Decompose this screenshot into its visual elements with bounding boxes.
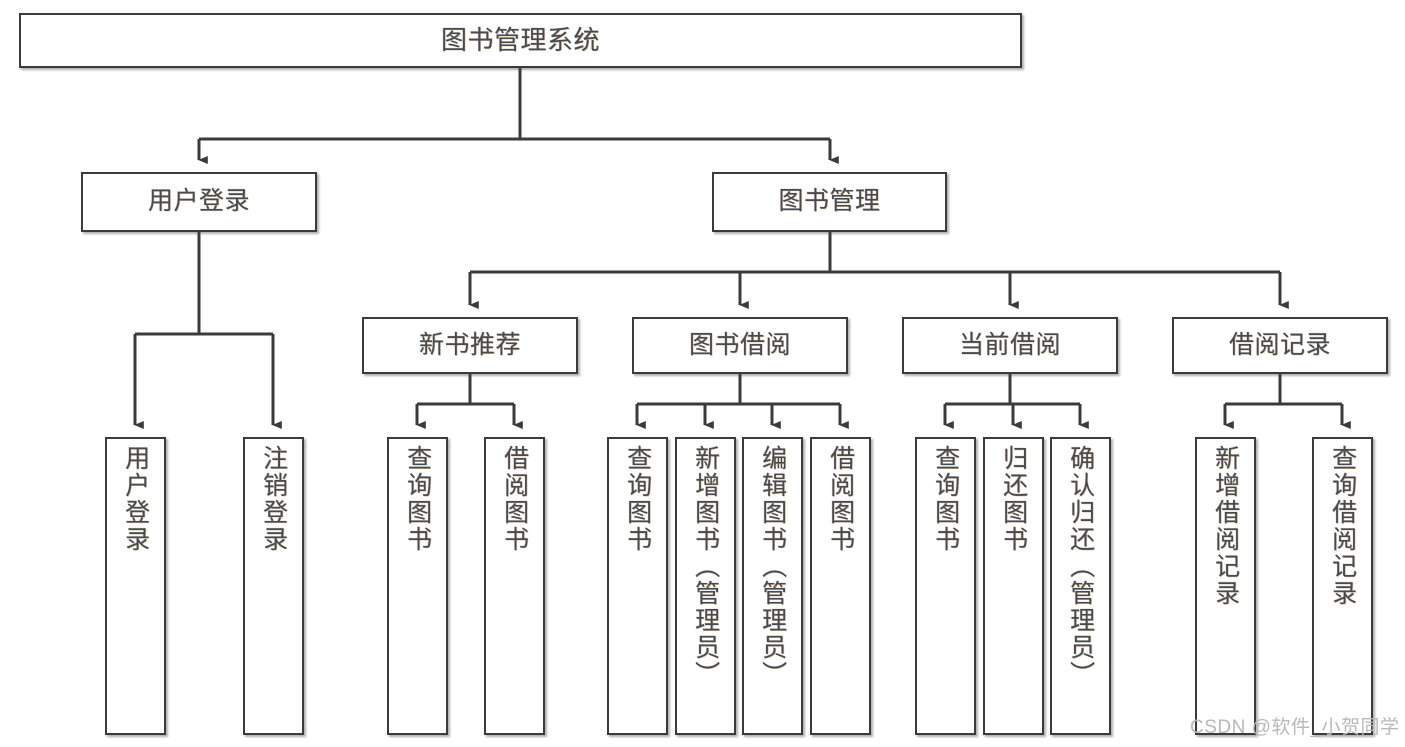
node-level2-borrow-record[interactable]: 借阅记录 bbox=[1172, 317, 1388, 374]
node-label: 注销登录 bbox=[259, 445, 288, 553]
node-leaf-confirm-return-admin[interactable]: 确认归还（管理员） bbox=[1050, 437, 1111, 735]
node-label: 用户登录 bbox=[147, 187, 250, 216]
node-label: 图书管理 bbox=[778, 187, 881, 216]
node-leaf-user-login[interactable]: 用户登录 bbox=[105, 437, 166, 735]
node-label: 新书推荐 bbox=[418, 330, 521, 359]
node-leaf-add-borrow-record[interactable]: 新增借阅记录 bbox=[1195, 437, 1256, 735]
node-label: 借阅记录 bbox=[1228, 330, 1331, 359]
node-level1-user-login[interactable]: 用户登录 bbox=[81, 172, 317, 232]
node-level1-book-management[interactable]: 图书管理 bbox=[712, 172, 947, 232]
node-leaf-query-borrow-record[interactable]: 查询借阅记录 bbox=[1312, 437, 1373, 735]
node-label: 查询借阅记录 bbox=[1328, 445, 1357, 607]
node-label: 查询图书 bbox=[403, 445, 432, 553]
node-label: 当前借阅 bbox=[958, 330, 1061, 359]
node-label: 借阅图书 bbox=[500, 445, 529, 553]
node-leaf-logout[interactable]: 注销登录 bbox=[243, 437, 304, 735]
node-leaf-return-book[interactable]: 归还图书 bbox=[983, 437, 1044, 735]
node-label: 新增借阅记录 bbox=[1211, 445, 1240, 607]
node-leaf-query-book-recommend[interactable]: 查询图书 bbox=[387, 437, 448, 735]
node-label: 编辑图书（管理员） bbox=[758, 445, 787, 688]
node-label: 查询图书 bbox=[623, 445, 652, 553]
watermark: CSDN @软件_小贺同学 bbox=[1190, 717, 1400, 738]
node-level2-book-borrow[interactable]: 图书借阅 bbox=[632, 317, 848, 374]
node-label: 用户登录 bbox=[121, 445, 150, 553]
node-leaf-add-book-admin[interactable]: 新增图书（管理员） bbox=[675, 437, 736, 735]
node-root[interactable]: 图书管理系统 bbox=[19, 13, 1022, 68]
node-label: 借阅图书 bbox=[826, 445, 855, 553]
node-label: 新增图书（管理员） bbox=[691, 445, 720, 688]
node-label: 图书管理系统 bbox=[440, 25, 600, 56]
node-label: 确认归还（管理员） bbox=[1066, 445, 1095, 688]
node-label: 查询图书 bbox=[931, 445, 960, 553]
node-label: 归还图书 bbox=[999, 445, 1028, 553]
node-level2-current-borrow[interactable]: 当前借阅 bbox=[902, 317, 1118, 374]
node-leaf-borrow-book-recommend[interactable]: 借阅图书 bbox=[484, 437, 545, 735]
node-leaf-query-book-current[interactable]: 查询图书 bbox=[915, 437, 976, 735]
node-leaf-query-book-borrow[interactable]: 查询图书 bbox=[607, 437, 668, 735]
node-label: 图书借阅 bbox=[688, 330, 791, 359]
node-leaf-borrow-book[interactable]: 借阅图书 bbox=[810, 437, 871, 735]
node-leaf-edit-book-admin[interactable]: 编辑图书（管理员） bbox=[742, 437, 803, 735]
node-level2-new-book-recommend[interactable]: 新书推荐 bbox=[362, 317, 578, 374]
